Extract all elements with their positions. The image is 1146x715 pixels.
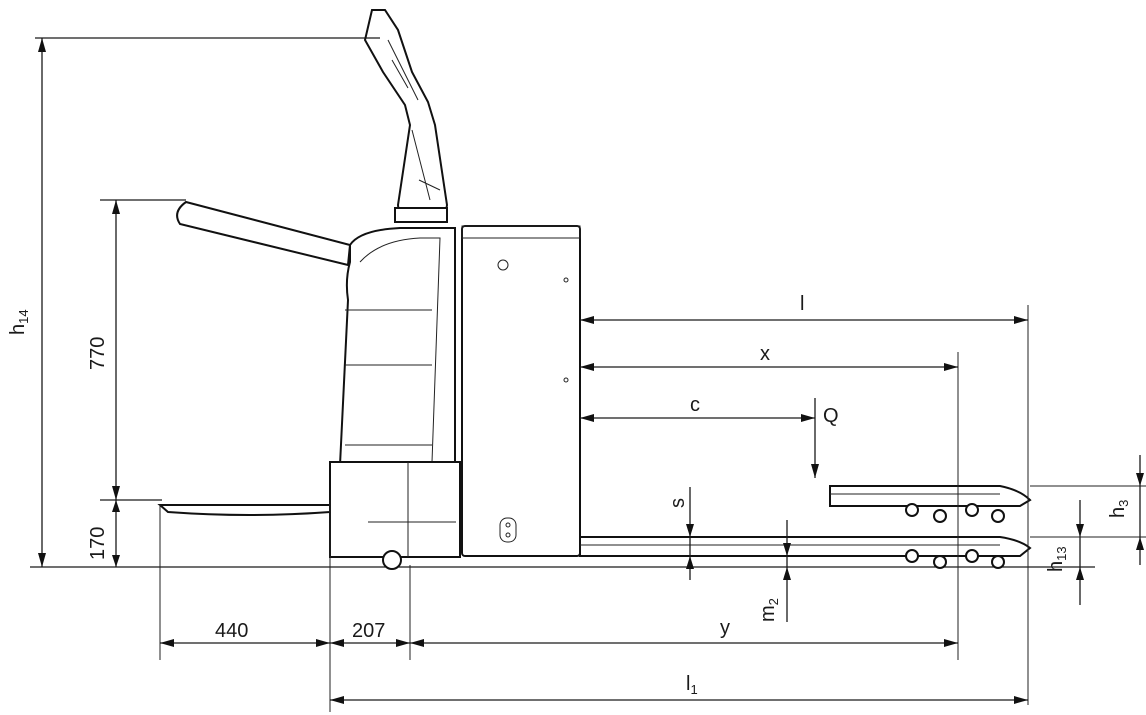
dimension-l: l <box>580 293 1028 324</box>
label-Q: Q <box>823 405 839 427</box>
side-guard <box>176 200 352 267</box>
truck-body <box>157 9 1032 570</box>
raised-fork <box>829 485 1032 507</box>
dimension-m2: m2 <box>757 520 791 622</box>
label-c: c <box>690 394 700 416</box>
label-x: x <box>760 343 770 365</box>
load-center-q: Q <box>811 398 839 478</box>
dimension-h3: h3 <box>1030 455 1146 565</box>
label-440: 440 <box>215 620 248 642</box>
label-207: 207 <box>352 620 385 642</box>
dimension-770: 770 <box>87 199 186 500</box>
label-h13: h13 <box>1045 546 1069 572</box>
label-h14: h14 <box>7 309 31 335</box>
label-y: y <box>720 617 730 639</box>
dimension-h13: h13 <box>1030 500 1090 605</box>
battery-compartment <box>461 225 581 557</box>
label-170: 170 <box>87 527 109 560</box>
dimension-c: c <box>580 394 815 422</box>
lower-compartment <box>329 461 461 558</box>
label-m2: m2 <box>757 598 781 622</box>
lower-fork <box>579 536 1032 557</box>
dimension-y: y <box>410 617 958 647</box>
dimension-h14: h14 <box>7 37 380 567</box>
label-l1: l1 <box>686 673 698 697</box>
drive-wheel <box>382 550 402 570</box>
label-770: 770 <box>87 337 109 370</box>
label-l: l <box>800 293 804 315</box>
dimension-s: s <box>667 487 694 580</box>
dimension-x: x <box>580 343 958 371</box>
step-plate <box>157 504 331 516</box>
dimension-170: 170 <box>87 499 162 567</box>
label-s: s <box>667 498 689 508</box>
tiller-arm <box>363 9 449 223</box>
dimension-l1: l1 <box>330 673 1028 704</box>
label-h3: h3 <box>1107 500 1131 518</box>
dimension-207: 207 <box>330 620 410 647</box>
dimension-440: 440 <box>160 620 330 647</box>
